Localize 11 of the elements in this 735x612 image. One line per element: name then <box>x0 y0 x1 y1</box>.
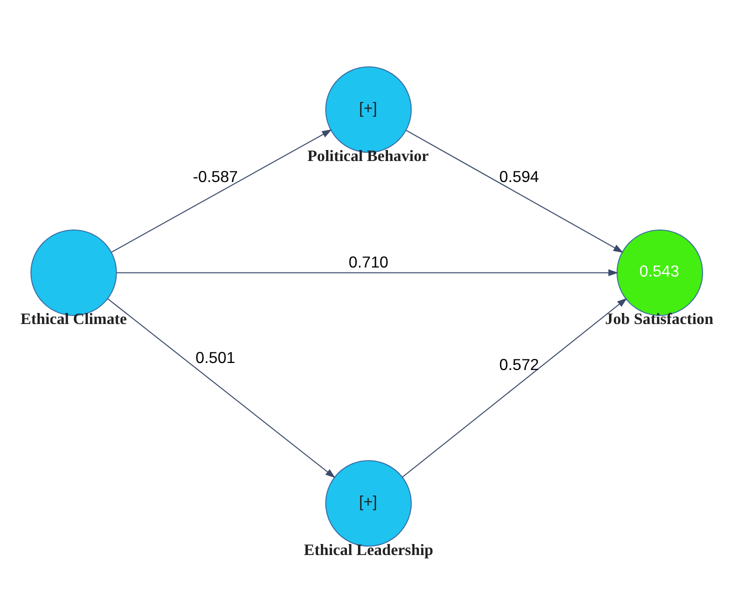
edge-label: -0.587 <box>192 168 238 186</box>
arrow <box>107 298 336 478</box>
edge-label: 0.710 <box>348 254 388 272</box>
node-label: Ethical Climate <box>20 310 127 328</box>
arrow <box>116 268 618 276</box>
arrow <box>110 128 332 252</box>
edge-label: 0.501 <box>195 349 236 366</box>
edge-label: 0.572 <box>499 356 540 374</box>
arrow <box>406 129 624 252</box>
edge-label: 0.594 <box>499 168 540 186</box>
arrow <box>402 297 628 478</box>
